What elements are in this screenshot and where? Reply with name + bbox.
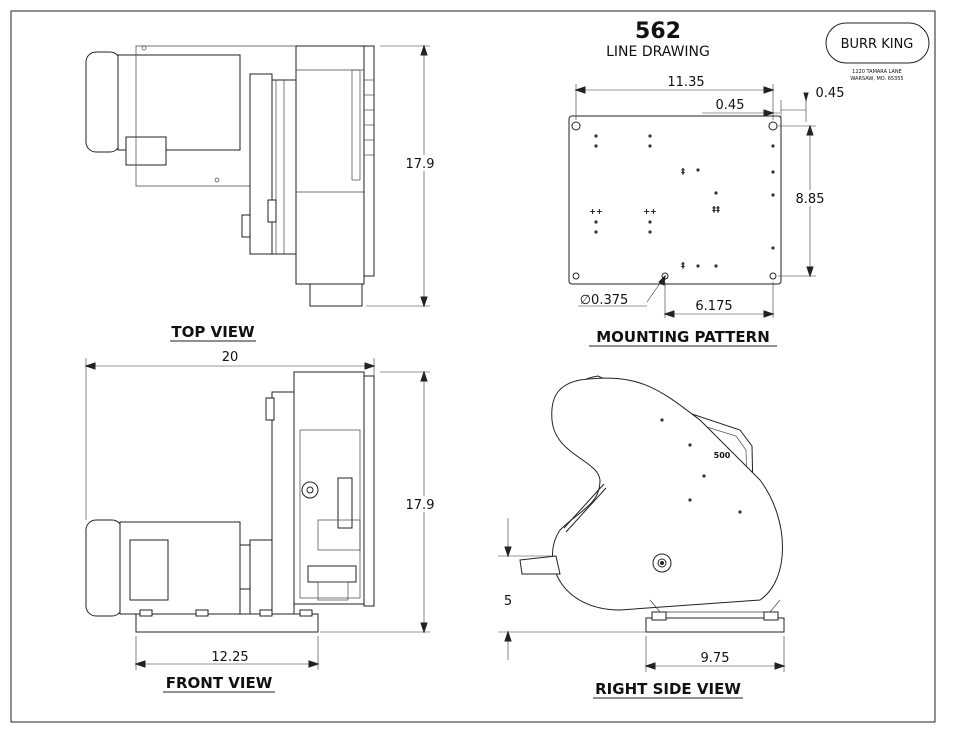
mounting-hole: [768, 121, 778, 131]
front-view-title: FRONT VIEW: [166, 674, 273, 692]
side-view-base-dim: 9.75: [701, 651, 730, 666]
svg-text:++: ++: [589, 207, 602, 216]
top-view-height-dim: 17.9: [406, 157, 435, 172]
drive-wheel-column: [271, 391, 295, 615]
front-view: 20 17.9 12.25: [84, 350, 440, 693]
top-view: 17.9 TOP VIEW: [85, 44, 440, 342]
abrasive-belt: [551, 377, 783, 611]
model-badge: 500: [714, 451, 731, 460]
platen: [363, 45, 375, 277]
mounting-height-dim: 8.85: [796, 192, 825, 207]
right-side-view: 500 5 9.75 RIGHT SIDE VIEW: [498, 375, 786, 699]
hole-diameter-dim: ∅0.375: [580, 293, 629, 308]
svg-text:‡‡: ‡‡: [712, 205, 720, 214]
motor-body: [117, 54, 241, 151]
top-view-title: TOP VIEW: [171, 323, 255, 341]
svg-text:‡: ‡: [681, 261, 685, 270]
svg-text:++: ++: [643, 207, 656, 216]
mounting-pattern-title: MOUNTING PATTERN: [596, 328, 770, 346]
contact-wheel-hub: [652, 553, 672, 573]
mounting-edge-offset-dim: 0.45: [716, 98, 745, 113]
mounting-pattern-view: ‡ ‡‡ ++ ++ ‡ 11.35 0.45 0.45 8.85 ∅0.375: [568, 75, 845, 347]
model-number: 562: [635, 19, 681, 44]
base-plate: [645, 617, 785, 633]
front-view-base-dim: 12.25: [211, 650, 248, 665]
address-line-2: WARSAW, MO. 65355: [850, 76, 903, 82]
brand-name: BURR KING: [841, 37, 914, 52]
drive-pulley: [249, 73, 273, 255]
address-line-1: 1220 TAMARA LANE: [852, 69, 902, 75]
side-view-height-dim: 5: [504, 594, 512, 609]
mounting-bottom-dim: 6.175: [695, 299, 732, 314]
mounting-hole: [571, 121, 581, 131]
drawing-subtitle: LINE DRAWING: [606, 44, 710, 60]
front-view-width-dim: 20: [222, 350, 239, 365]
mounting-edge-offset-dim-right: 0.45: [816, 86, 845, 101]
platen: [363, 375, 375, 607]
motor-endcap: [85, 519, 123, 617]
sheet-border: [10, 10, 936, 723]
motor-junction-box: [125, 136, 167, 166]
mounting-width-dim: 11.35: [667, 75, 704, 90]
brand-logo-oval: [825, 22, 930, 64]
title-block: 562 LINE DRAWING BURR KING 1220 TAMARA L…: [606, 19, 930, 82]
front-view-height-dim: 17.9: [406, 498, 435, 513]
motor-endcap: [85, 51, 121, 153]
mounting-plate-outline: [568, 115, 782, 285]
belt-guard-housing: [295, 45, 365, 285]
right-side-view-title: RIGHT SIDE VIEW: [595, 680, 741, 698]
work-rest: [519, 555, 561, 575]
base-plate: [135, 613, 319, 633]
svg-text:‡: ‡: [681, 167, 685, 176]
